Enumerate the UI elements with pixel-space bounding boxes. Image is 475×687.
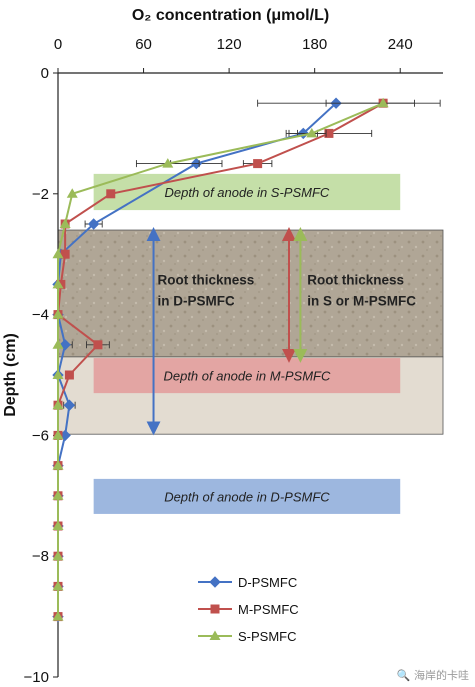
data-point — [60, 249, 70, 259]
legend: D-PSMFC M-PSMFC S-PSMFC — [198, 575, 299, 644]
root-annotation-1: Root thickness — [307, 272, 404, 287]
data-point — [63, 399, 76, 411]
root-annotation-1: in S or M-PSMFC — [307, 293, 416, 308]
x-tick-label: 120 — [217, 36, 242, 53]
watermark: 🔍 海岸的卡哇 — [396, 669, 469, 682]
y-tick-label: 0 — [41, 65, 49, 82]
root-zone-0 — [57, 229, 444, 358]
data-point — [52, 550, 64, 561]
anode-band-1 — [93, 358, 401, 394]
data-point — [93, 340, 103, 350]
y-tick-label: −10 — [24, 669, 49, 686]
data-point — [377, 97, 389, 108]
root-annotation-0: Root thickness — [158, 272, 255, 287]
data-point — [52, 248, 64, 259]
data-point — [52, 520, 64, 530]
data-point — [52, 339, 64, 349]
anode-band-2 — [93, 478, 401, 514]
data-point — [52, 611, 64, 621]
data-point — [52, 490, 64, 500]
data-point — [52, 580, 64, 591]
anode-band-label-1: Depth of anode in M-PSMFC — [163, 369, 331, 384]
y-tick-label: −6 — [32, 427, 49, 444]
data-point — [306, 127, 318, 138]
root-arrows: Root thickness in D-PSMFC Root thickness in… — [146, 227, 416, 436]
anode-band-label-2: Depth of anode in D-PSMFC — [164, 489, 330, 504]
root-zones — [57, 229, 444, 435]
anode-bands: Depth of anode in S-PSMFC Depth of anode … — [93, 173, 401, 514]
data-point — [52, 429, 64, 440]
data-series — [52, 97, 441, 623]
data-point — [66, 188, 78, 198]
x-tick-label: 0 — [54, 36, 62, 53]
anode-band-label-0: Depth of anode in S-PSMFC — [165, 185, 330, 200]
data-point — [106, 189, 116, 199]
legend-marker — [209, 576, 221, 588]
y-tick-label: −4 — [32, 307, 49, 324]
data-point — [52, 278, 64, 289]
series-line — [57, 102, 384, 617]
x-tick-label: 180 — [302, 36, 327, 53]
data-point — [52, 460, 64, 470]
data-point — [64, 370, 74, 380]
y-tick-label: −2 — [32, 186, 49, 203]
x-axis-title: O₂ concentration (μmol/L) — [132, 7, 329, 24]
data-point — [87, 218, 100, 230]
legend-marker — [209, 630, 221, 640]
data-point — [162, 158, 174, 168]
y-axis-title: Depth (cm) — [2, 333, 19, 417]
x-tick-label: 60 — [135, 36, 152, 53]
x-tick-label: 240 — [388, 36, 413, 53]
data-point — [253, 159, 263, 169]
data-point — [59, 218, 71, 228]
data-point — [52, 399, 64, 410]
anode-band-0 — [93, 173, 401, 211]
legend-marker — [210, 604, 220, 614]
legend-entry: S-PSMFC — [238, 629, 297, 644]
root-annotation-0: in D-PSMFC — [158, 293, 235, 308]
legend-entry: M-PSMFC — [238, 602, 299, 617]
data-point — [52, 309, 64, 319]
data-point — [52, 369, 64, 379]
legend-entry: D-PSMFC — [238, 575, 297, 590]
series-S-PSMFC — [52, 97, 441, 621]
data-point — [324, 128, 334, 138]
y-tick-label: −8 — [32, 548, 49, 565]
